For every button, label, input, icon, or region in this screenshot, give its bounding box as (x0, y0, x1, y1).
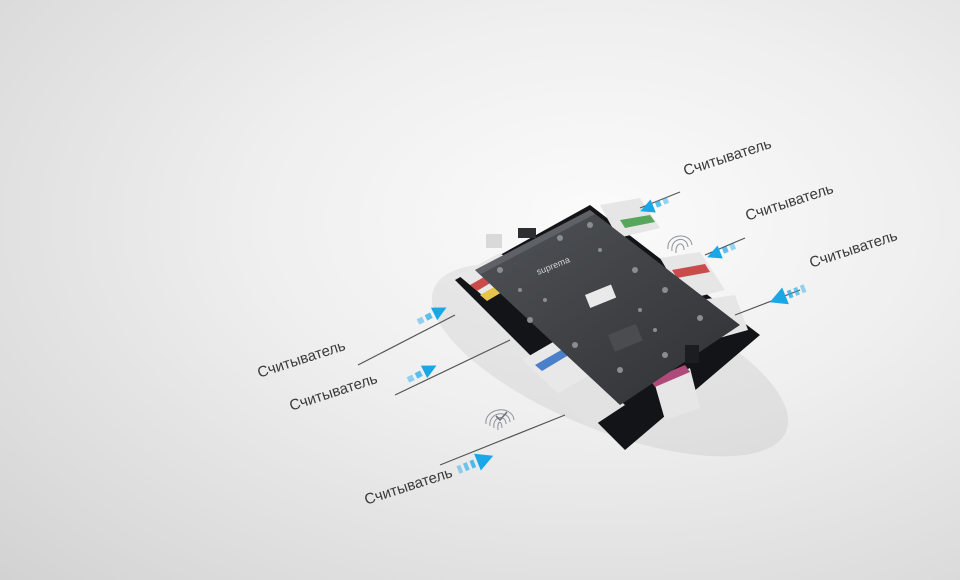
arrow-icon (640, 197, 670, 213)
fingerprint-icon (667, 235, 693, 254)
ethernet-port (486, 234, 502, 248)
arrow-icon (707, 243, 737, 259)
top-connector (518, 228, 536, 238)
arrow-icon (769, 284, 807, 305)
power-connector (685, 345, 699, 363)
controller-device: suprema (455, 198, 760, 450)
board-holes (497, 222, 703, 373)
spec-label (608, 323, 643, 352)
arrow-icon (416, 307, 447, 325)
product-sticker (585, 284, 617, 308)
arrows (406, 197, 807, 474)
controller-top-plate (475, 210, 740, 405)
arrow-icon (406, 365, 437, 383)
fingerprint-icon (485, 409, 515, 431)
arrow-icon (456, 453, 494, 474)
